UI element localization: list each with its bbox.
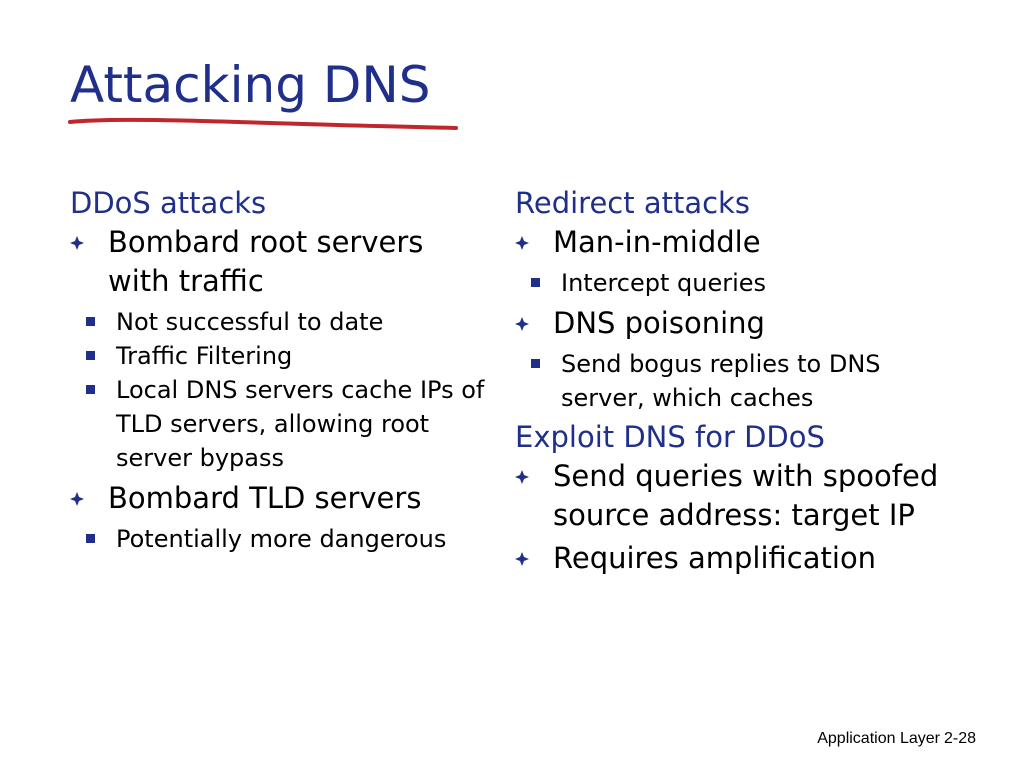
section-heading-exploit: Exploit DNS for DDoS: [515, 420, 825, 454]
redirect-list: Man-in-middle Intercept queries DNS pois…: [515, 223, 955, 415]
sub-list-item: Local DNS servers cache IPs of TLD serve…: [70, 373, 490, 475]
sub-list-item: Send bogus replies to DNS server, which …: [515, 347, 955, 415]
list-item: Man-in-middle: [515, 223, 955, 262]
sub-list: Send bogus replies to DNS server, which …: [515, 347, 955, 415]
list-item-text: Requires amplification: [553, 541, 877, 575]
section-heading-ddos: DDoS attacks: [70, 186, 267, 220]
square-bullet-icon: [86, 534, 95, 543]
square-bullet-icon: [86, 351, 95, 360]
exploit-list: Send queries with spoofed source address…: [515, 457, 955, 578]
diamond-bullet-icon: [70, 236, 84, 250]
sub-list-item-text: Intercept queries: [561, 269, 767, 297]
sub-list-wrap: Send bogus replies to DNS server, which …: [515, 347, 955, 415]
sub-list: Potentially more dangerous: [70, 522, 490, 556]
sub-list-item: Intercept queries: [515, 266, 955, 300]
diamond-bullet-icon: [515, 317, 529, 331]
left-column: DDoS attacks Bombard root servers with t…: [70, 185, 490, 560]
sub-list-item: Potentially more dangerous: [70, 522, 490, 556]
right-column: Redirect attacks Man-in-middle Intercept…: [515, 185, 955, 582]
sub-list-item-text: Not successful to date: [116, 308, 384, 336]
square-bullet-icon: [531, 278, 540, 287]
list-item: Bombard root servers with traffic: [70, 223, 490, 301]
diamond-bullet-icon: [515, 236, 529, 250]
slide-title: Attacking DNS: [70, 56, 431, 114]
title-underline: [68, 117, 458, 130]
list-item: Requires amplification: [515, 539, 955, 578]
page-number: 2-28: [943, 730, 976, 747]
list-item-text: Send queries with spoofed source address…: [553, 459, 939, 532]
sub-list: Not successful to date Traffic Filtering…: [70, 305, 490, 475]
sub-list-item: Not successful to date: [70, 305, 490, 339]
diamond-bullet-icon: [515, 470, 529, 484]
square-bullet-icon: [86, 317, 95, 326]
sub-list-wrap: Not successful to date Traffic Filtering…: [70, 305, 490, 475]
diamond-bullet-icon: [70, 492, 84, 506]
sub-list-item-text: Potentially more dangerous: [116, 525, 447, 553]
list-item-text: Bombard TLD servers: [108, 481, 422, 515]
sub-list: Intercept queries: [515, 266, 955, 300]
sub-list-item-text: Traffic Filtering: [116, 342, 293, 370]
list-item: DNS poisoning: [515, 304, 955, 343]
square-bullet-icon: [531, 359, 540, 368]
diamond-bullet-icon: [515, 552, 529, 566]
sub-list-item-text: Send bogus replies to DNS server, which …: [561, 350, 881, 412]
sub-list-item-text: Local DNS servers cache IPs of TLD serve…: [116, 376, 485, 472]
section-heading-redirect: Redirect attacks: [515, 186, 750, 220]
sub-list-wrap: Potentially more dangerous: [70, 522, 490, 556]
list-item: Send queries with spoofed source address…: [515, 457, 955, 535]
list-item-text: Man-in-middle: [553, 225, 761, 259]
sub-list-wrap: Intercept queries: [515, 266, 955, 300]
list-item-text: Bombard root servers with traffic: [108, 225, 424, 298]
list-item: Bombard TLD servers: [70, 479, 490, 518]
ddos-list: Bombard root servers with traffic Not su…: [70, 223, 490, 556]
square-bullet-icon: [86, 385, 95, 394]
sub-list-item: Traffic Filtering: [70, 339, 490, 373]
footer-label: Application Layer: [817, 730, 940, 747]
list-item-text: DNS poisoning: [553, 306, 765, 340]
